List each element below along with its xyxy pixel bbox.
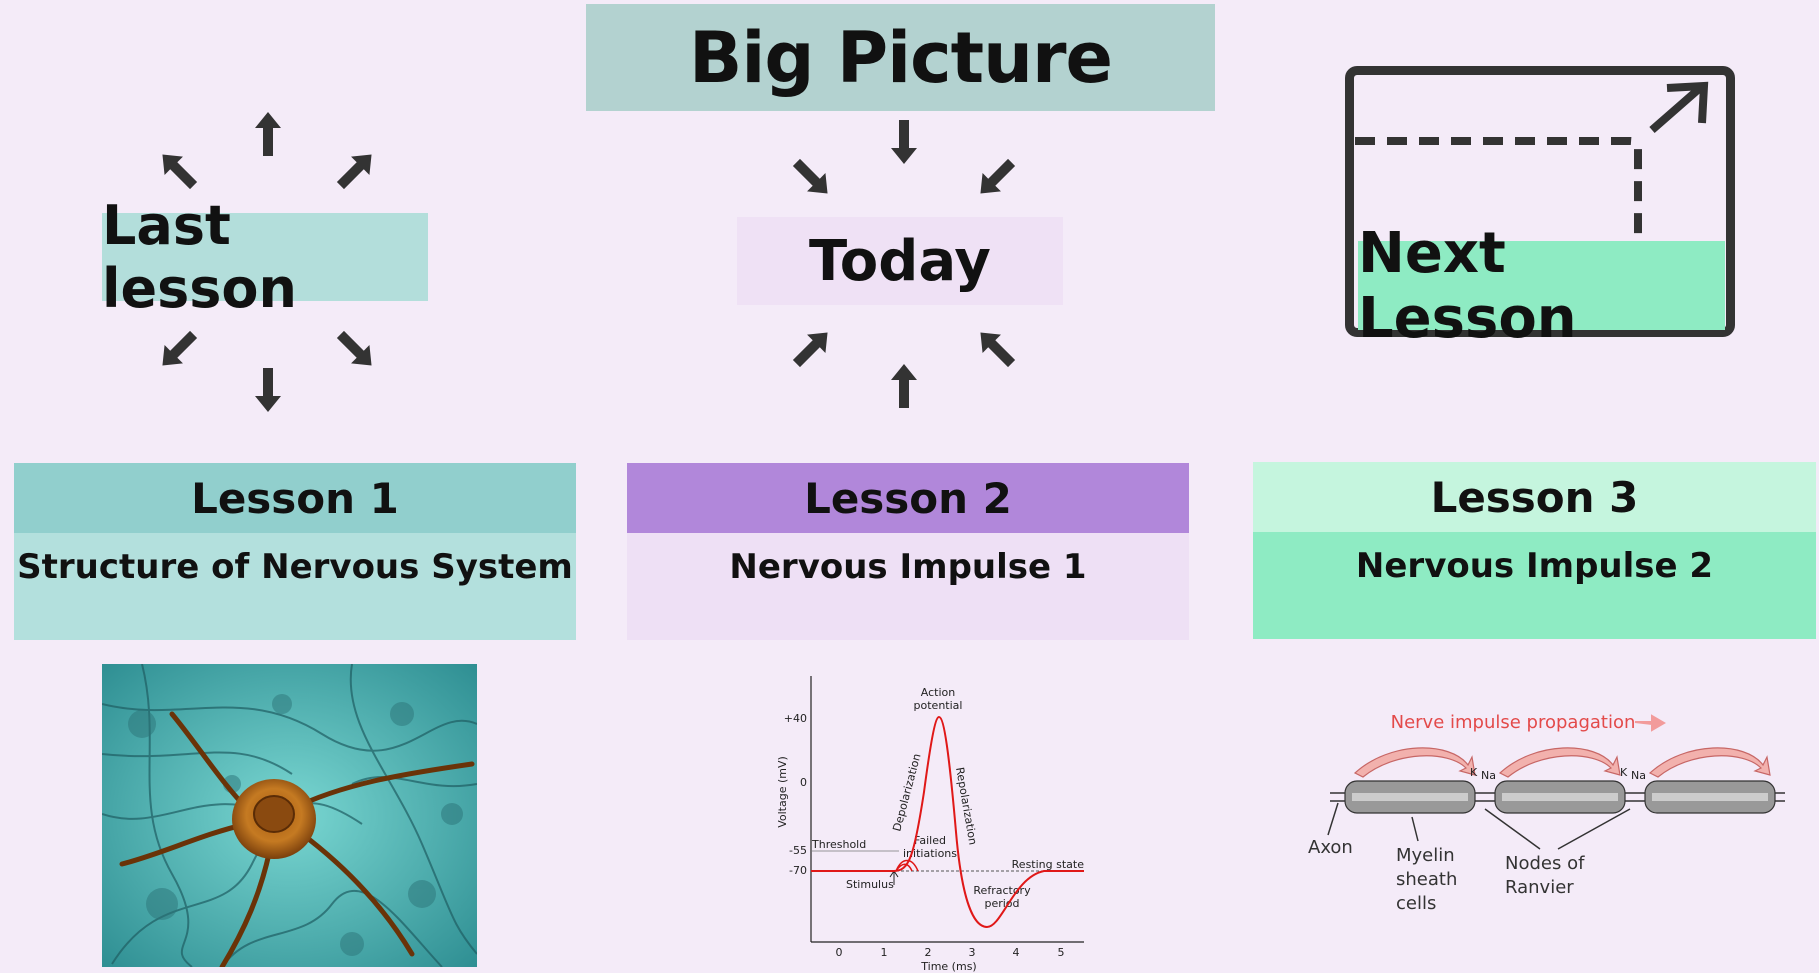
ion-na-label-2: Na	[1631, 769, 1646, 782]
ion-k-label-2: K	[1620, 766, 1628, 779]
arrow-up-icon	[891, 364, 917, 408]
graph-stimulus-label: Stimulus	[846, 878, 894, 891]
graph-peak-label-1: Action	[921, 686, 955, 699]
arrow-down-icon	[255, 368, 281, 412]
graph-x-tick-1: 1	[881, 946, 888, 959]
graph-x-tick-5: 5	[1058, 946, 1065, 959]
arrow-down-right-icon	[787, 153, 837, 203]
lesson-1-heading: Lesson 1	[14, 463, 576, 533]
today-label: Today	[737, 217, 1063, 305]
lesson-card-1: Lesson 1 Structure of Nervous System	[14, 463, 576, 640]
graph-x-tick-3: 3	[969, 946, 976, 959]
graph-x-label: Time (ms)	[920, 960, 976, 973]
myelin-label-2: sheath	[1396, 869, 1457, 890]
next-lesson-frame	[1345, 66, 1735, 337]
arrow-up-left-icon	[971, 323, 1021, 373]
graph-y-tick-70: -70	[789, 864, 807, 877]
graph-x-tick-2: 2	[925, 946, 932, 959]
big-picture-title: Big Picture	[586, 4, 1215, 111]
myelin-label-3: cells	[1396, 893, 1436, 914]
myelin-label-1: Myelin	[1396, 845, 1455, 866]
graph-peak-label-2: potential	[914, 699, 963, 712]
last-lesson-arrows	[153, 112, 381, 412]
ion-na-label-1: Na	[1481, 769, 1496, 782]
propagation-label: Nerve impulse propagation	[1391, 712, 1636, 733]
lesson-2-heading: Lesson 2	[627, 463, 1189, 533]
lesson-3-heading: Lesson 3	[1253, 462, 1816, 532]
graph-threshold-label: Threshold	[811, 838, 866, 851]
graph-failed-label-1: Failed	[914, 834, 946, 847]
arrow-down-left-icon	[153, 325, 203, 375]
arrow-down-left-icon	[971, 153, 1021, 203]
nodes-label-2: Ranvier	[1505, 877, 1574, 898]
graph-x-tick-4: 4	[1013, 946, 1020, 959]
arrow-up-icon	[255, 112, 281, 156]
action-potential-graph: Action potential +40 0 -55 -70 Voltage (…	[776, 676, 1085, 973]
nodes-label-1: Nodes of	[1505, 853, 1585, 874]
propagation-arrow-icon	[1634, 714, 1666, 732]
next-lesson-path-icon	[1355, 81, 1709, 242]
big-picture-title-text: Big Picture	[689, 16, 1113, 99]
graph-refractory-label-1: Refractory	[973, 884, 1031, 897]
lesson-1-topic: Structure of Nervous System	[14, 533, 576, 640]
graph-y-label: Voltage (mV)	[776, 756, 789, 828]
arrow-down-icon	[891, 120, 917, 164]
graph-refractory-label-2: period	[984, 897, 1019, 910]
lesson-card-2: Lesson 2 Nervous Impulse 1	[627, 463, 1189, 640]
lesson-2-topic: Nervous Impulse 1	[627, 533, 1189, 640]
graph-y-tick-0: 0	[800, 776, 807, 789]
graph-failed-label-2: initiations	[903, 847, 957, 860]
lesson-3-topic: Nervous Impulse 2	[1253, 532, 1816, 639]
arrow-up-right-icon	[331, 145, 381, 195]
arrow-down-right-icon	[331, 325, 381, 375]
graph-resting-label: Resting state	[1012, 858, 1085, 871]
arrow-up-left-icon	[153, 145, 203, 195]
neuron-image	[102, 664, 477, 967]
axon-label: Axon	[1308, 837, 1353, 858]
next-lesson-label: Next Lesson	[1358, 221, 1725, 351]
lesson-card-3: Lesson 3 Nervous Impulse 2	[1253, 462, 1816, 639]
graph-y-tick-40: +40	[784, 712, 807, 725]
graph-y-tick-55: -55	[789, 844, 807, 857]
today-arrows	[787, 120, 1021, 408]
arrow-up-right-icon	[787, 323, 837, 373]
ion-k-label-1: K	[1470, 766, 1478, 779]
graph-x-tick-0: 0	[836, 946, 843, 959]
nerve-propagation-diagram: Nerve impulse propagation K Na K Na Axon…	[1308, 712, 1785, 914]
